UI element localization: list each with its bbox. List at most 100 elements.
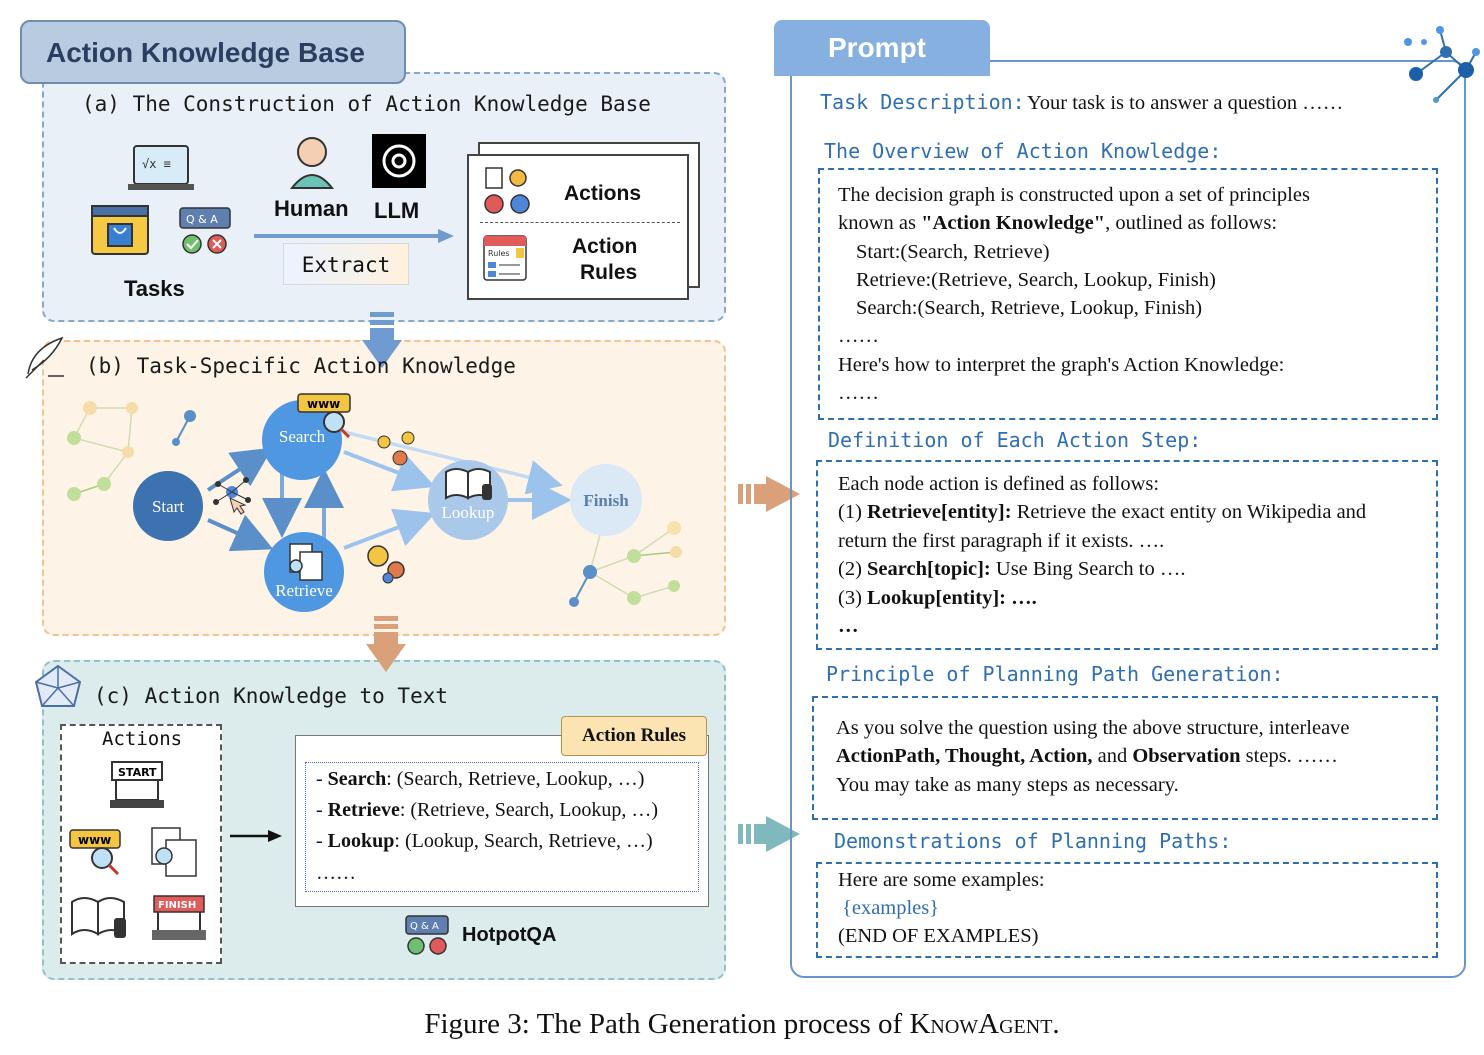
definition-line-3: return the first paragraph if it exists.… [838, 530, 1165, 552]
svg-text:FINISH: FINISH [158, 900, 196, 911]
definition-box [816, 460, 1438, 650]
hotpotqa-label: HotpotQA [462, 924, 557, 946]
overview-line-8: …… [838, 382, 879, 404]
action-icons: START www FINISH [69, 761, 206, 940]
human-llm-icons [289, 134, 426, 189]
svg-text:Retrieve: Retrieve [275, 581, 333, 600]
action-rules-card-label-1: Action [572, 235, 638, 258]
extract-label: Extract [283, 243, 409, 285]
rule-search: - Search: (Search, Retrieve, Lookup, …) [316, 768, 645, 790]
principle-line-1: As you solve the question using the abov… [836, 717, 1350, 739]
down-arrow-a-to-b [362, 312, 402, 368]
svg-text:Finish: Finish [583, 491, 629, 510]
actions-icon [484, 167, 530, 214]
node-search [262, 400, 342, 480]
definition-line-1: Each node action is defined as follows: [838, 473, 1160, 495]
definition-line-5: (3) Lookup[entity]: …. [838, 587, 1037, 609]
actions-and-rules-icons: Rules [483, 167, 530, 281]
gears-icon [367, 545, 405, 584]
overview-heading: The Overview of Action Knowledge: [824, 139, 1222, 163]
overview-line-6: …… [838, 325, 879, 347]
demonstrations-line-1: Here are some examples: [838, 869, 1045, 891]
edge-start-retrieve [207, 514, 274, 552]
principle-line-3: You may take as many steps as necessary. [836, 774, 1179, 796]
svg-text:√x ≡: √x ≡ [142, 157, 171, 171]
book-hand-icon [445, 468, 492, 500]
overview-line-1: The decision graph is constructed upon a… [838, 184, 1310, 206]
www-search-icon: www [297, 393, 351, 439]
svg-text:www: www [78, 833, 111, 847]
prompt-tab: Prompt [774, 20, 990, 76]
qa-icon: Q & A [179, 207, 231, 254]
task-description-heading: Task Description: [820, 90, 1025, 114]
prompt-panel [790, 60, 1466, 978]
qa-icon: Q & A [405, 915, 449, 955]
rule-lookup: - Lookup: (Lookup, Search, Retrieve, …) [316, 830, 653, 852]
rule-retrieve: - Retrieve: (Retrieve, Search, Lookup, …… [316, 799, 659, 821]
action-rules-tab: Action Rules [561, 716, 707, 756]
www-search-icon: www [69, 829, 121, 876]
llm-logo-icon [372, 134, 426, 188]
action-rules-list-box [305, 762, 699, 892]
actions-card-label: Actions [564, 182, 642, 205]
overview-line-3: Start:(Search, Retrieve) [856, 241, 1050, 263]
decor-network-left [67, 401, 196, 501]
rules-ellipsis: …… [316, 862, 356, 884]
overview-line-2: known as "Action Knowledge", outlined as… [838, 212, 1278, 234]
tasks-label: Tasks [124, 276, 185, 301]
node-finish [570, 464, 642, 536]
right-arrow-c-to-prompt [738, 816, 800, 852]
svg-text:Search: Search [279, 427, 326, 446]
demonstrations-heading: Demonstrations of Planning Paths: [834, 829, 1232, 853]
action-graph: Start Search Retrieve Lookup Finish www [67, 393, 682, 612]
feather-icon [25, 336, 64, 379]
action-rules-card [295, 735, 709, 907]
llm-label: LLM [374, 198, 420, 223]
svg-text:Q & A: Q & A [410, 921, 439, 932]
click-network-icon [213, 477, 251, 515]
svg-text:Rules: Rules [488, 249, 510, 258]
document-search-icon [151, 827, 197, 877]
human-label: Human [274, 196, 349, 221]
tasks-icons: √x ≡ Q & A [91, 145, 231, 255]
overview-line-7: Here's how to interpret the graph's Acti… [838, 354, 1285, 376]
shopping-window-icon [91, 205, 149, 255]
principle-heading: Principle of Planning Path Generation: [826, 662, 1284, 686]
extract-arrow [254, 229, 454, 243]
svg-text:Q & A: Q & A [186, 213, 218, 226]
definition-line-4: (2) Search[topic]: Use Bing Search to …. [838, 558, 1186, 580]
svg-text:Start: Start [152, 497, 184, 516]
edge-search-lookup [343, 450, 436, 492]
svg-text:Lookup: Lookup [442, 503, 495, 522]
definition-heading: Definition of Each Action Step: [828, 428, 1202, 452]
definition-line-6: … [838, 615, 859, 637]
formula-screen-icon: √x ≡ [128, 145, 194, 190]
knowledge-card-divider [480, 222, 680, 223]
start-icon: START [110, 761, 164, 808]
principle-line-2: ActionPath, Thought, Action, and Observa… [836, 745, 1338, 767]
svg-text:www: www [307, 397, 340, 411]
principle-box [812, 696, 1438, 820]
examples-placeholder: {examples} [842, 897, 940, 919]
network-polyhedron-icon [34, 664, 82, 707]
right-arrow-b-to-prompt [738, 476, 800, 512]
finish-flag-icon: FINISH [152, 895, 206, 940]
overview-line-4: Retrieve:(Retrieve, Search, Lookup, Fini… [856, 269, 1216, 291]
human-icon [289, 137, 335, 189]
edge-retrieve-lookup [343, 508, 436, 550]
action-knowledge-base-title: Action Knowledge Base [20, 20, 406, 84]
figure-caption: Figure 3: The Path Generation process of… [424, 1008, 1060, 1040]
demonstrations-box [816, 862, 1438, 958]
node-start [133, 471, 203, 541]
rules-document-icon: Rules [483, 235, 527, 281]
svg-text:START: START [118, 766, 157, 779]
overview-line-5: Search:(Search, Retrieve, Lookup, Finish… [856, 297, 1203, 319]
panel-a-title: (a) The Construction of Action Knowledge… [82, 92, 651, 116]
task-description-text: Your task is to answer a question …… [1027, 92, 1344, 114]
panel-b-title: (b) Task-Specific Action Knowledge [86, 354, 516, 378]
down-arrow-b-to-c [366, 616, 406, 672]
overview-box [818, 168, 1438, 420]
gears-process-icon [377, 431, 415, 466]
actions-box-label: Actions [102, 728, 183, 750]
demonstrations-line-3: (END OF EXAMPLES) [838, 925, 1039, 947]
